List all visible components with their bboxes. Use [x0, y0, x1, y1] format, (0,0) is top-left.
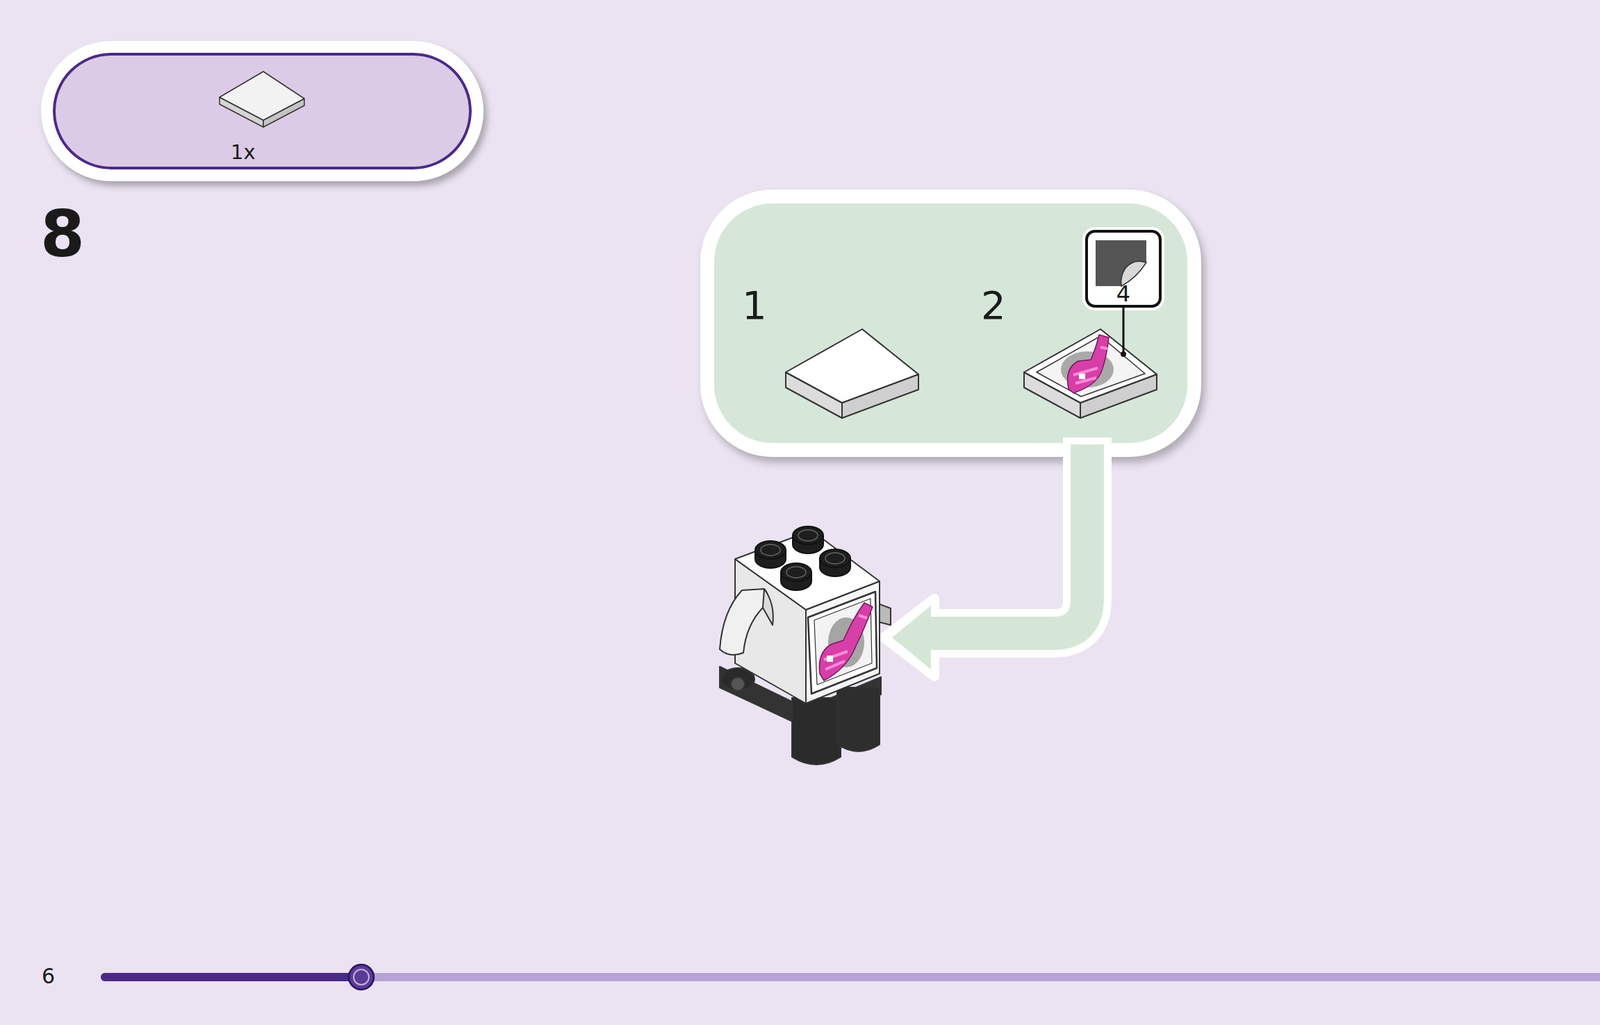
- part-count: 1x: [230, 142, 256, 163]
- leader-line: [1122, 307, 1125, 353]
- sticker-number: 4: [1116, 282, 1131, 305]
- sticker-callout: 4: [1085, 229, 1162, 308]
- parts-callout: 1x: [40, 40, 484, 182]
- progress-knob-ring: [353, 969, 369, 986]
- tile-plain: [785, 329, 919, 419]
- tile-with-sticker: [1024, 329, 1157, 419]
- progress-fill: [104, 973, 362, 982]
- substep-panel: 1 2 4: [700, 189, 1202, 458]
- progress-knob: [348, 965, 374, 991]
- step-number: 8: [40, 202, 85, 267]
- substep-number: 2: [980, 286, 1006, 326]
- substep-number: 1: [741, 286, 767, 326]
- part-tile: [219, 71, 305, 128]
- sticker-icon: [1095, 240, 1147, 358]
- page-number: 6: [41, 966, 55, 988]
- minifigure-model: [719, 526, 891, 765]
- step-arrow: [883, 437, 1088, 677]
- progress-track: [104, 973, 1600, 982]
